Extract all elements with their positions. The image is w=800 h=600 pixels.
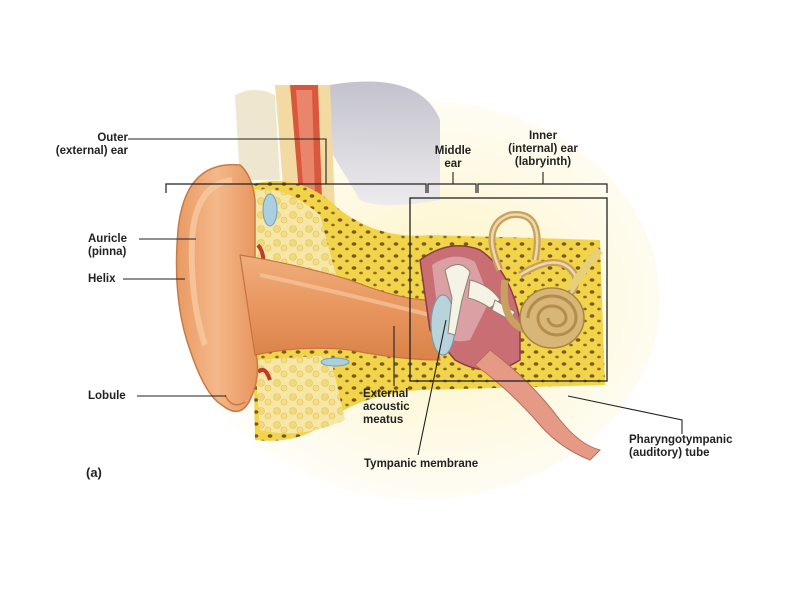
label-lobule: Lobule <box>88 390 126 403</box>
label-tympanic-membrane: Tympanic membrane <box>364 458 478 471</box>
gland <box>321 358 349 366</box>
gland <box>263 194 277 226</box>
label-outer-ear: Outer (external) ear <box>40 132 128 158</box>
label-middle-ear: Middle ear <box>415 145 491 171</box>
label-external-acoustic-meatus: External acoustic meatus <box>363 388 410 427</box>
label-pharyngotympanic-tube: Pharyngotympanic (auditory) tube <box>629 434 733 460</box>
label-auricle: Auricle (pinna) <box>88 233 127 259</box>
cochlea <box>520 288 584 348</box>
label-inner-ear: Inner (internal) ear (labryinth) <box>488 130 598 169</box>
figure-tag: (a) <box>86 466 102 479</box>
label-helix: Helix <box>88 273 116 286</box>
lower-cartilage <box>255 355 345 433</box>
